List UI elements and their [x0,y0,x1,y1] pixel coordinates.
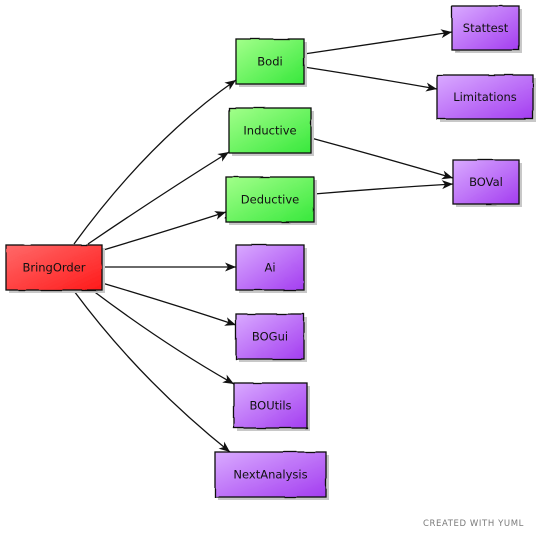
arrowhead-icon [225,262,236,272]
arrowhead-icon [222,374,234,384]
node-label: BOVal [469,175,503,189]
arrowhead-icon [440,29,452,39]
nodes: BringOrderBodiInductiveDeductiveAiBOGuiB… [5,5,536,500]
node-limitations[interactable]: Limitations [436,74,536,122]
edge-line [87,151,230,245]
edge-bringorder-nextanalysis [73,290,231,453]
node-box [235,313,305,360]
edge-line [313,183,454,195]
edge-deductive-boval [313,180,454,195]
edges [73,29,454,453]
edge-bringorder-ai [101,262,236,272]
edge-bodi-stattest [303,29,453,55]
node-label: Limitations [453,90,517,104]
node-box [225,176,315,223]
node-box [235,244,305,291]
node-box [452,159,520,205]
edge-line [101,282,237,326]
node-stattest[interactable]: Stattest [451,5,522,53]
edge-bringorder-boutils [91,289,235,385]
node-box [214,451,327,498]
edge-line [303,66,438,90]
arrowhead-icon [224,317,236,326]
node-box [451,5,520,51]
node-boval[interactable]: BOVal [452,159,522,207]
node-label: Ai [264,261,275,275]
edge-inductive-boval [310,137,454,180]
arrowhead-icon [217,152,229,162]
node-label: Bodi [257,55,282,69]
node-label: Deductive [241,193,299,207]
node-deductive[interactable]: Deductive [225,176,317,225]
edge-bringorder-deductive [99,211,227,252]
node-ai[interactable]: Ai [235,244,307,293]
node-label: Stattest [463,21,509,35]
edge-bringorder-bogui [101,282,237,326]
arrowhead-icon [441,180,453,190]
node-label: BringOrder [22,261,85,275]
node-nextanalysis[interactable]: NextAnalysis [214,451,329,500]
arrowhead-icon [224,80,236,90]
node-bodi[interactable]: Bodi [235,38,307,87]
edge-line [310,137,454,179]
edge-line [91,289,235,385]
arrowhead-icon [441,170,453,180]
node-inductive[interactable]: Inductive [228,107,314,156]
edge-line [303,31,453,55]
edge-line [73,290,231,453]
yuml-watermark: CREATED WITH YUML [422,519,524,529]
node-bogui[interactable]: BOGui [235,313,307,362]
edge-line [73,79,237,245]
node-box [233,382,308,429]
node-boutils[interactable]: BOUtils [233,382,310,431]
node-label: NextAnalysis [233,468,307,482]
arrowhead-icon [214,211,226,220]
node-box [436,74,534,120]
arrowhead-icon [425,82,437,92]
node-label: Inductive [243,124,296,138]
node-box [235,38,305,85]
edge-bringorder-inductive [87,151,230,245]
node-box [5,244,103,291]
edge-bodi-limitations [303,66,438,92]
arrowhead-icon [218,441,230,452]
edge-line [99,211,227,252]
node-label: BOGui [252,330,288,344]
edge-bringorder-bodi [73,79,237,245]
node-box [228,107,312,154]
node-label: BOUtils [249,399,291,413]
node-bringorder[interactable]: BringOrder [5,244,105,293]
